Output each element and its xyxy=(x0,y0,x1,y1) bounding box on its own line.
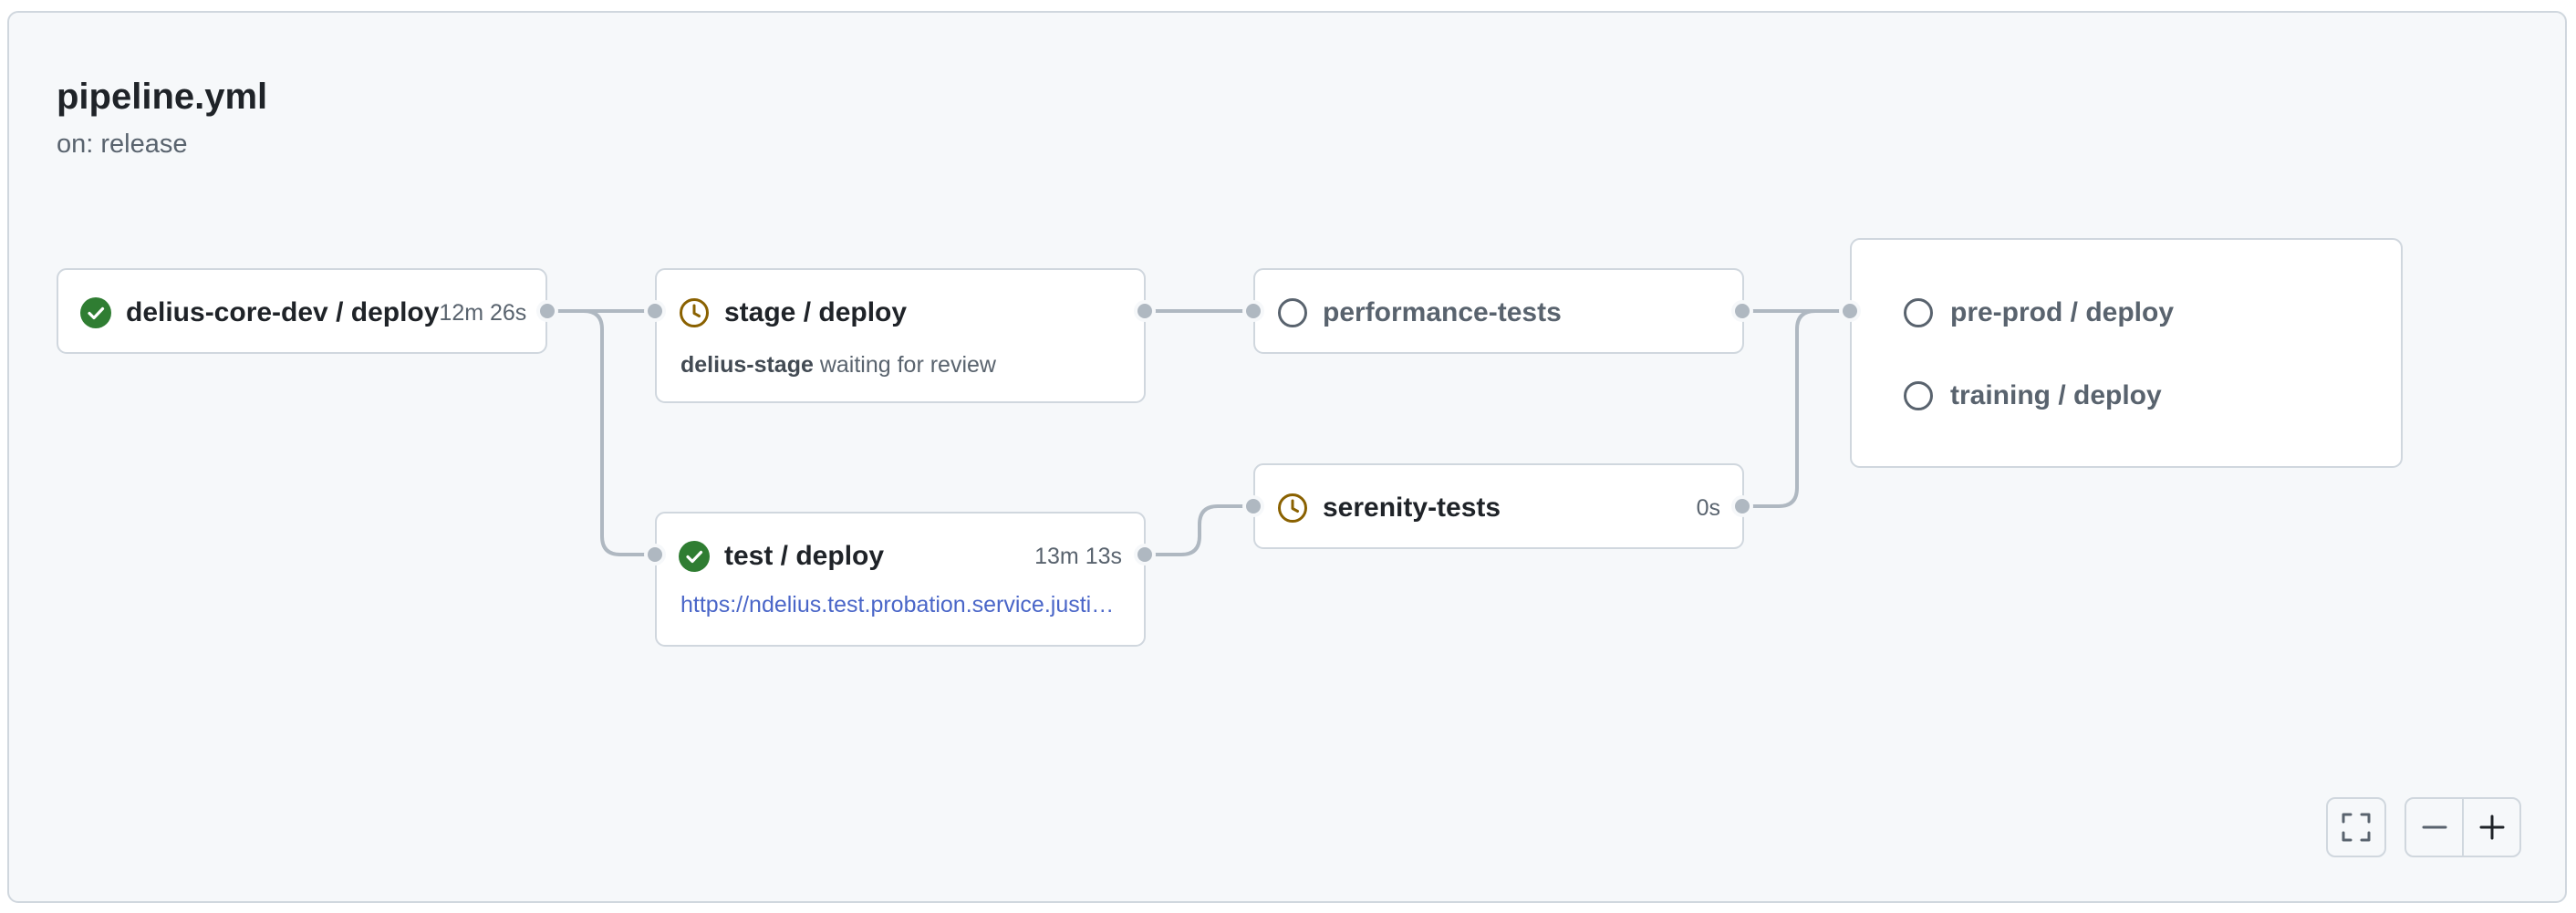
connector-dot xyxy=(1735,304,1750,318)
pending-circle-icon xyxy=(1278,298,1307,327)
job-duration: 0s xyxy=(1696,494,1720,521)
zoom-out-button[interactable] xyxy=(2406,799,2464,856)
environment-status: delius-stage waiting for review xyxy=(680,352,996,379)
zoom-out-icon xyxy=(2422,825,2446,829)
job-name: training / deploy xyxy=(1950,380,2162,410)
job-name: test / deploy xyxy=(724,541,885,571)
connector-dot xyxy=(648,304,662,318)
zoom-in-button[interactable] xyxy=(2464,799,2519,856)
connector-dot xyxy=(1843,304,1857,318)
connector-dot xyxy=(540,304,555,318)
job-name: pre-prod / deploy xyxy=(1950,297,2175,327)
job-group-deploy-matrix: pre-prod / deploy training / deploy xyxy=(1850,238,2403,468)
workflow-graph-panel: pipeline.yml on: release delius-core-dev… xyxy=(7,11,2567,903)
connector-dot xyxy=(1246,499,1261,514)
workflow-trigger: on: release xyxy=(57,130,188,159)
job-node-stage-deploy[interactable]: stage / deploy delius-stage waiting for … xyxy=(655,268,1146,403)
environment-url-link[interactable]: https://ndelius.test.probation.service.j… xyxy=(680,592,1124,617)
job-item-training-deploy[interactable]: training / deploy xyxy=(1903,378,2162,414)
job-node-test-deploy[interactable]: test / deploy 13m 13s https://ndelius.te… xyxy=(655,512,1146,647)
connector-dot xyxy=(1137,304,1152,318)
environment-name: delius-stage xyxy=(680,352,814,378)
job-node-serenity-tests[interactable]: serenity-tests 0s xyxy=(1253,463,1744,549)
connector-test-to-serenity xyxy=(1143,504,1255,556)
pending-circle-icon xyxy=(1904,381,1933,410)
connector-serenity-to-group xyxy=(1740,309,1852,508)
connector-core-to-test xyxy=(545,309,657,556)
zoom-in-icon xyxy=(2479,814,2504,840)
job-name: delius-core-dev / deploy xyxy=(126,297,440,327)
job-name: performance-tests xyxy=(1323,297,1562,327)
clock-waiting-icon xyxy=(1278,493,1307,523)
job-node-performance-tests[interactable]: performance-tests xyxy=(1253,268,1744,354)
job-name: serenity-tests xyxy=(1323,493,1501,523)
job-duration: 12m 26s xyxy=(439,299,527,326)
pending-circle-icon xyxy=(1904,298,1933,327)
connector-dot xyxy=(1735,499,1750,514)
job-name: stage / deploy xyxy=(724,297,908,327)
fullscreen-icon xyxy=(2342,813,2371,842)
workflow-title: pipeline.yml xyxy=(57,77,268,117)
clock-waiting-icon xyxy=(680,298,709,327)
connector-dot xyxy=(1137,547,1152,562)
zoom-controls xyxy=(2405,797,2521,857)
job-duration: 13m 13s xyxy=(1034,543,1122,569)
connector-dot xyxy=(1246,304,1261,318)
job-item-pre-prod-deploy[interactable]: pre-prod / deploy xyxy=(1903,295,2174,331)
environment-review-status: waiting for review xyxy=(819,352,996,378)
connector-dot xyxy=(648,547,662,562)
job-connectors xyxy=(545,309,1852,556)
fullscreen-button[interactable] xyxy=(2326,797,2386,857)
job-node-delius-core-dev-deploy[interactable]: delius-core-dev / deploy 12m 26s xyxy=(57,268,547,354)
success-check-icon xyxy=(80,297,111,328)
success-check-icon xyxy=(679,541,710,572)
